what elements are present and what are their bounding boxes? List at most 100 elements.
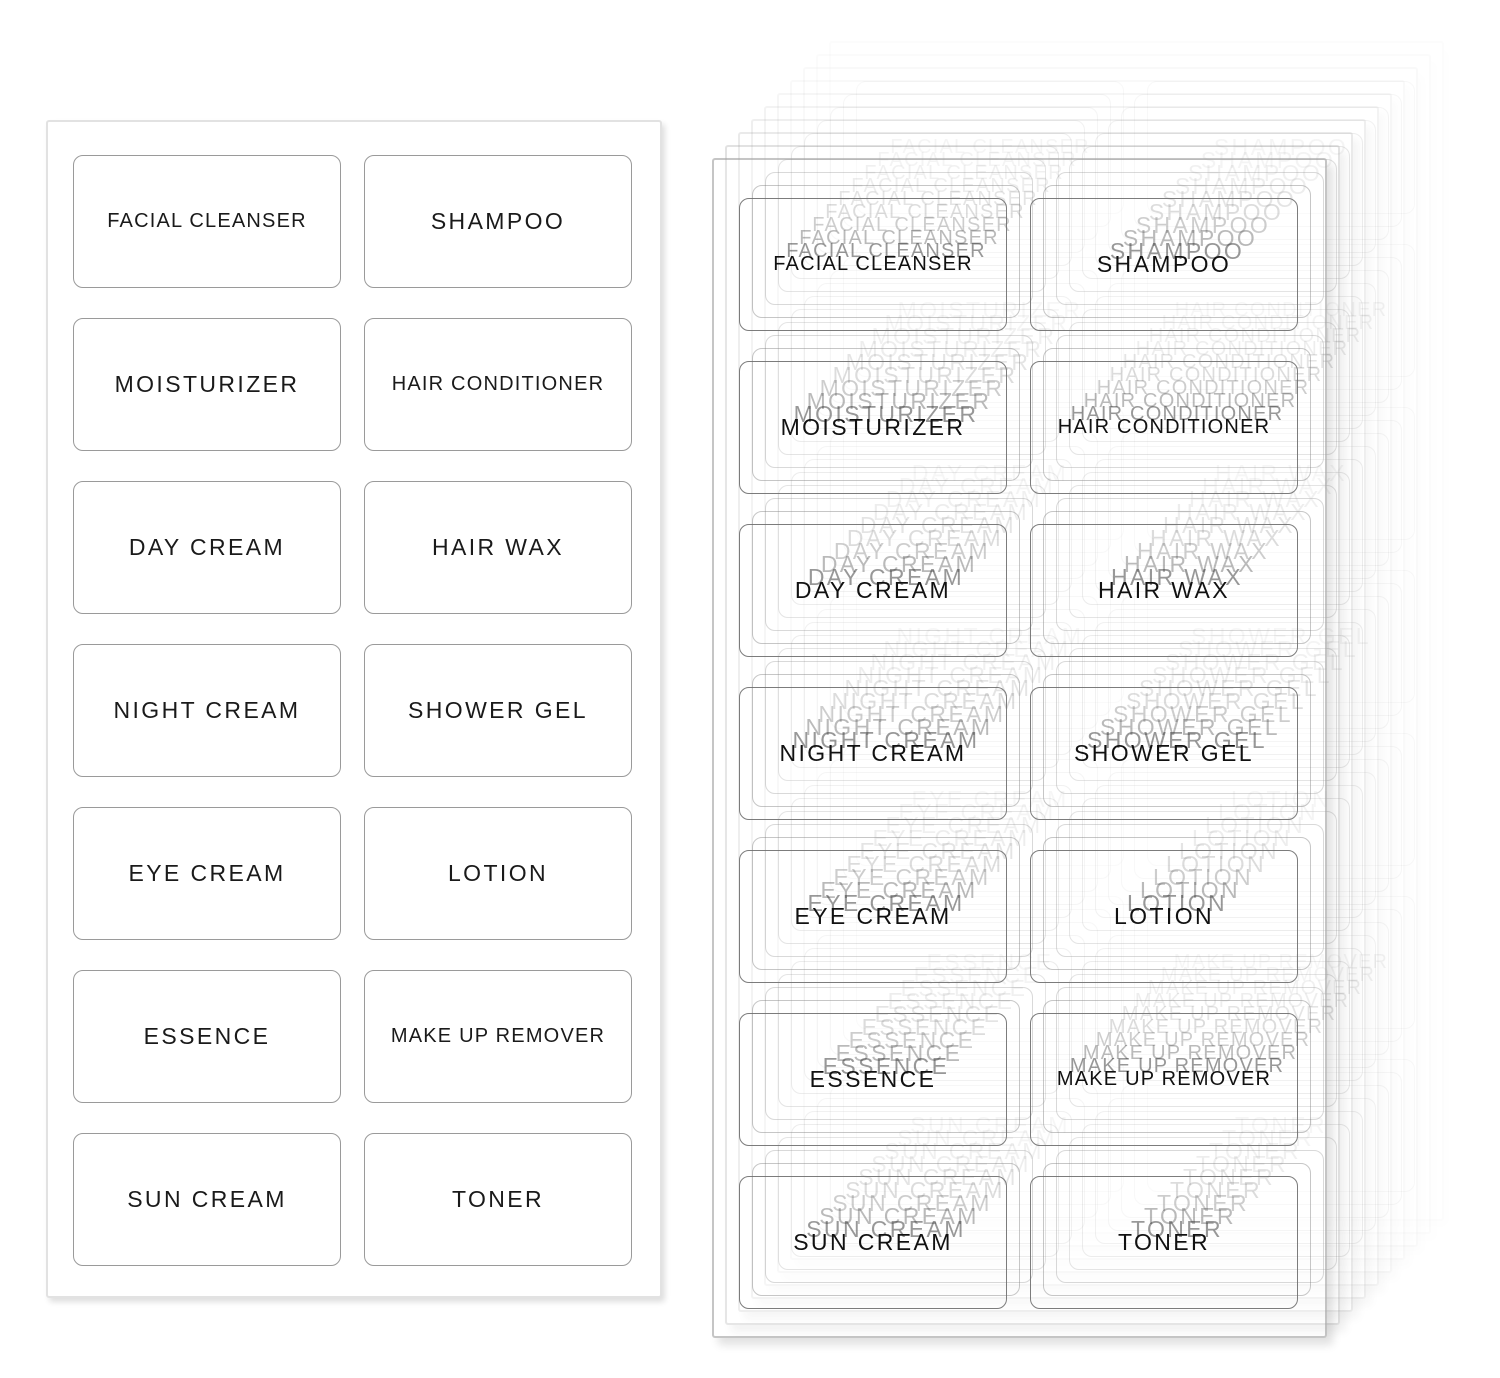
label-sticker: DAY CREAM: [752, 511, 1020, 644]
label-sticker: MAKE UP REMOVER: [1147, 896, 1415, 1029]
label-sticker: HAIR WAX: [1056, 498, 1324, 631]
label-sticker: SUN CREAM: [778, 1137, 1046, 1270]
label-sticker: ESSENCE: [765, 987, 1033, 1120]
label-sticker: HAIR CONDITIONER: [1043, 348, 1311, 481]
label-sticker: LOTION: [1030, 850, 1298, 983]
label-sticker: HAIR WAX: [1121, 433, 1389, 566]
label-sticker: ESSENCE: [817, 935, 1085, 1068]
label-sticker: LOTION: [1043, 837, 1311, 970]
label-sticker: SUN CREAM: [791, 1124, 1059, 1257]
label-sticker: EYE CREAM: [804, 785, 1072, 918]
label-sticker: DAY CREAM: [765, 498, 1033, 631]
label-sticker: ESSENCE: [73, 970, 341, 1103]
label-sticker: DAY CREAM: [778, 485, 1046, 618]
label-sticker: EYE CREAM: [856, 733, 1124, 866]
label-sticker: ESSENCE: [752, 1000, 1020, 1133]
label-sticker: SHAMPOO: [364, 155, 632, 288]
label-sticker: TONER: [1082, 1124, 1350, 1257]
label-sticker: FACIAL CLEANSER: [804, 133, 1072, 266]
label-sticker: HAIR CONDITIONER: [1082, 309, 1350, 442]
label-sticker: HAIR CONDITIONER: [1069, 322, 1337, 455]
label-sticker: LOTION: [1134, 746, 1402, 879]
label-sticker: SHAMPOO: [1121, 107, 1389, 240]
label-sticker: MAKE UP REMOVER: [364, 970, 632, 1103]
label-sticker: SHOWER GEL: [1043, 674, 1311, 807]
label-sticker: LOTION: [1108, 772, 1376, 905]
label-sticker: HAIR WAX: [1043, 511, 1311, 644]
label-sticker: NIGHT CREAM: [791, 635, 1059, 768]
label-sticker: SUN CREAM: [752, 1163, 1020, 1296]
label-sticker: TONER: [1056, 1150, 1324, 1283]
label-sticker: SHAMPOO: [1095, 133, 1363, 266]
label-sticker: FACIAL CLEANSER: [765, 172, 1033, 305]
label-sticker: SHAMPOO: [1108, 120, 1376, 253]
label-sticker: SHOWER GEL: [1069, 648, 1337, 781]
label-sticker: MAKE UP REMOVER: [1056, 987, 1324, 1120]
label-sticker: HAIR WAX: [1069, 485, 1337, 618]
label-sticker: EYE CREAM: [778, 811, 1046, 944]
label-sticker: SUN CREAM: [830, 1085, 1098, 1218]
label-sticker: HAIR CONDITIONER: [1030, 361, 1298, 494]
label-sticker: SUN CREAM: [73, 1133, 341, 1266]
label-sticker: DAY CREAM: [856, 407, 1124, 540]
label-sticker: MOISTURIZER: [778, 322, 1046, 455]
label-sticker: FACIAL CLEANSER: [739, 198, 1007, 331]
label-sticker: TONER: [364, 1133, 632, 1266]
label-sticker: FACIAL CLEANSER: [73, 155, 341, 288]
label-sticker: LOTION: [1121, 759, 1389, 892]
label-sticker: NIGHT CREAM: [739, 687, 1007, 820]
label-sticker: SHOWER GEL: [1082, 635, 1350, 768]
label-sticker: EYE CREAM: [739, 850, 1007, 983]
label-sticker: FACIAL CLEANSER: [830, 107, 1098, 240]
label-sticker: EYE CREAM: [843, 746, 1111, 879]
label-sticker: SHAMPOO: [1043, 185, 1311, 318]
label-sticker: TONER: [1121, 1085, 1389, 1218]
label-sticker: ESSENCE: [791, 961, 1059, 1094]
label-sticker: SUN CREAM: [739, 1176, 1007, 1309]
label-sticker: DAY CREAM: [791, 472, 1059, 605]
label-sticker: MAKE UP REMOVER: [1095, 948, 1363, 1081]
label-sticker: FACIAL CLEANSER: [817, 120, 1085, 253]
label-sticker: NIGHT CREAM: [778, 648, 1046, 781]
label-sticker: HAIR WAX: [1134, 420, 1402, 553]
label-sticker: MAKE UP REMOVER: [1082, 961, 1350, 1094]
label-sticker: HAIR WAX: [364, 481, 632, 614]
label-sticker: TONER: [1108, 1098, 1376, 1231]
label-sticker: DAY CREAM: [739, 524, 1007, 657]
label-sticker: LOTION: [1056, 824, 1324, 957]
label-sticker: ESSENCE: [804, 948, 1072, 1081]
label-sticker: DAY CREAM: [817, 446, 1085, 579]
label-sticker: EYE CREAM: [817, 772, 1085, 905]
label-sticker: DAY CREAM: [830, 433, 1098, 566]
label-sticker: EYE CREAM: [791, 798, 1059, 931]
label-sticker: HAIR CONDITIONER: [1095, 296, 1363, 429]
label-sticker: HAIR WAX: [1108, 446, 1376, 579]
label-sticker: EYE CREAM: [752, 837, 1020, 970]
label-sticker: MAKE UP REMOVER: [1134, 909, 1402, 1042]
label-sticker: SHAMPOO: [1147, 81, 1415, 214]
label-sticker: DAY CREAM: [804, 459, 1072, 592]
label-sticker: SHAMPOO: [1056, 172, 1324, 305]
label-sticker: DAY CREAM: [73, 481, 341, 614]
label-sticker: FACIAL CLEANSER: [791, 146, 1059, 279]
label-sticker: FACIAL CLEANSER: [752, 185, 1020, 318]
label-sticker: LOTION: [1069, 811, 1337, 944]
label-sticker: HAIR WAX: [1147, 407, 1415, 540]
label-sticker: HAIR WAX: [1082, 472, 1350, 605]
label-sticker: TONER: [1043, 1163, 1311, 1296]
label-sticker: HAIR CONDITIONER: [1134, 257, 1402, 390]
label-sticker: SUN CREAM: [843, 1072, 1111, 1205]
label-sticker: SHOWER GEL: [1108, 609, 1376, 742]
label-sticker: SHAMPOO: [1082, 146, 1350, 279]
